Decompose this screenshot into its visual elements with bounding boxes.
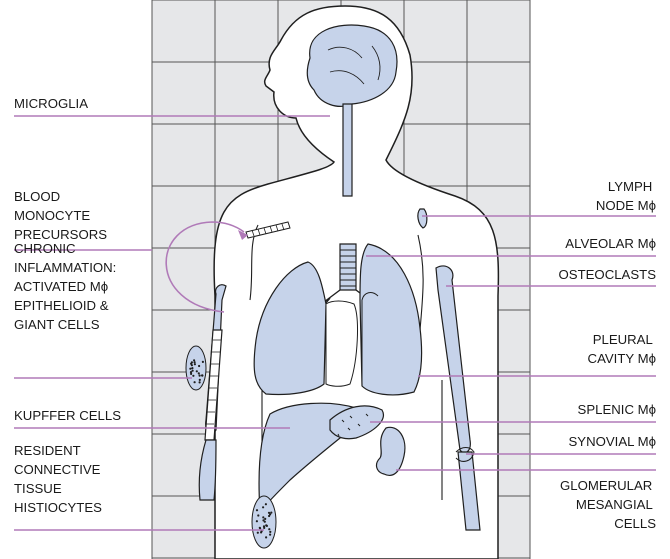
label-line: OSTEOCLASTS [559, 267, 657, 282]
cell-dot [260, 531, 262, 533]
cell-dot [194, 361, 196, 363]
label-line: KUPFFER CELLS [14, 408, 121, 423]
label-line: MICROGLIA [14, 96, 88, 111]
trachea [340, 244, 356, 290]
label-line: MONOCYTE [14, 208, 90, 223]
label-line: MESANGIAL [576, 497, 653, 512]
label-line: SYNOVIAL Mϕ [568, 434, 656, 449]
label-synovial-macrophage: SYNOVIAL Mϕ [568, 434, 656, 449]
cell-dot [262, 516, 264, 518]
label-line: BLOOD [14, 189, 60, 204]
label-blood-monocyte-precursors: BLOOD MONOCYTE PRECURSORS [14, 189, 107, 242]
cell-dot [202, 361, 204, 363]
label-line: CHRONIC [14, 241, 76, 256]
cell-dot [191, 364, 193, 366]
cell-dot [193, 359, 195, 361]
label-lymph-node-macrophage: LYMPH NODE Mϕ [596, 179, 656, 213]
cell-dot [198, 372, 200, 374]
label-line: INFLAMMATION: [14, 260, 116, 275]
label-line: ACTIVATED Mϕ [14, 279, 108, 294]
cell-dot [189, 368, 191, 370]
cell-dot [194, 381, 196, 383]
cell-dot [268, 528, 270, 530]
cell-dot [262, 519, 264, 521]
label-alveolar-macrophage: ALVEOLAR Mϕ [565, 236, 656, 251]
cell-dot [265, 524, 267, 526]
cell-dot [269, 531, 271, 533]
spinal-cord [343, 104, 352, 196]
label-line: CONNECTIVE [14, 462, 101, 477]
cell-dot [199, 375, 201, 377]
granuloma-oval [186, 346, 206, 390]
cell-dot [269, 534, 271, 536]
label-line: GIANT CELLS [14, 317, 100, 332]
cell-dot [198, 365, 200, 367]
label-line: CELLS [614, 516, 656, 531]
cell-dot [263, 527, 265, 529]
cell-dot [256, 509, 258, 511]
label-line: HISTIOCYTES [14, 500, 102, 515]
cell-dot [191, 367, 193, 369]
cell-dot [256, 520, 258, 522]
label-osteoclasts: OSTEOCLASTS [559, 267, 657, 282]
cell-dot [257, 532, 259, 534]
cell-dot [199, 381, 201, 383]
cell-dot [192, 370, 194, 372]
label-kupffer-cells: KUPFFER CELLS [14, 408, 121, 423]
cell-dot [192, 375, 194, 377]
cell-dot [259, 527, 261, 529]
label-resident-connective-tissue-histiocytes: RESIDENT CONNECTIVE TISSUE HISTIOCYTES [14, 443, 104, 515]
cell-dot [262, 506, 264, 508]
heart-gap [326, 301, 357, 386]
cell-dot [194, 363, 196, 365]
label-microglia: MICROGLIA [14, 96, 88, 111]
cell-dot [199, 379, 201, 381]
label-chronic-inflammation: CHRONIC INFLAMMATION: ACTIVATED Mϕ EPITH… [14, 241, 120, 332]
label-line: PLEURAL [593, 332, 653, 347]
cell-dot [270, 511, 272, 513]
label-pleural-cavity-macrophage: PLEURAL CAVITY Mϕ [588, 332, 656, 366]
cell-dot [265, 503, 267, 505]
cell-dot [201, 375, 203, 377]
cell-dot [196, 370, 198, 372]
cell-dot [269, 513, 271, 515]
label-line: CAVITY Mϕ [588, 351, 656, 366]
cell-dot [265, 536, 267, 538]
label-line: GLOMERULAR [560, 478, 652, 493]
label-line: NODE Mϕ [596, 198, 656, 213]
label-line: PRECURSORS [14, 227, 107, 242]
label-glomerular-mesangial-cells: GLOMERULAR MESANGIAL CELLS [560, 478, 656, 531]
label-line: RESIDENT [14, 443, 81, 458]
cell-dot [257, 514, 259, 516]
label-line: ALVEOLAR Mϕ [565, 236, 656, 251]
cell-dot [264, 518, 266, 520]
label-line: SPLENIC Mϕ [578, 402, 656, 417]
cell-dot [190, 373, 192, 375]
label-splenic-macrophage: SPLENIC Mϕ [578, 402, 656, 417]
label-line: LYMPH [608, 179, 652, 194]
label-line: TISSUE [14, 481, 62, 496]
label-line: EPITHELIOID & [14, 298, 109, 313]
